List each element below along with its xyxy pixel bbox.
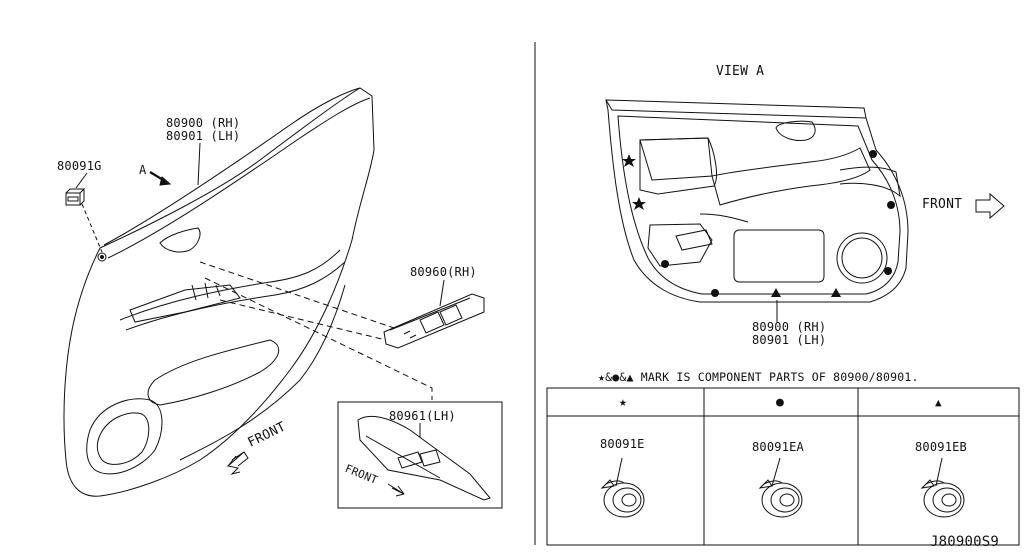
door-trim-illustration — [63, 87, 375, 497]
legend-caption: ★&●&▲ MARK IS COMPONENT PARTS OF 80900/8… — [598, 370, 919, 384]
view-a-dot-marks — [661, 150, 895, 297]
clip-80091ea — [758, 457, 803, 518]
clip-80091eb — [920, 457, 965, 518]
callout-clip-80091g: 80091G — [57, 159, 102, 173]
view-a-callout-rh: 80900 (RH) — [752, 320, 827, 334]
front-arrow-right — [975, 192, 1005, 220]
legend-part-80091ea: 80091EA — [752, 440, 804, 454]
legend-part-80091e: 80091E — [600, 437, 645, 451]
legend-star-symbol: ★ — [619, 395, 627, 410]
view-a-door-back — [605, 99, 909, 303]
clip-80091g — [65, 188, 86, 206]
projection-lines — [199, 261, 433, 400]
legend-triangle-symbol: ▲ — [935, 396, 942, 409]
clip-80091e — [600, 457, 645, 518]
legend-part-80091eb: 80091EB — [915, 440, 967, 454]
clip-callout-leader — [75, 172, 88, 189]
view-a-title: VIEW A — [716, 64, 765, 79]
legend-table-frame — [546, 387, 1020, 546]
view-a-star-marks — [622, 154, 646, 210]
view-a-callout-lh: 80901 (LH) — [752, 333, 827, 347]
callout-door-rh: 80900 (RH) — [166, 116, 241, 130]
door-callout-leader — [197, 142, 201, 186]
switch-rh-leader — [439, 279, 445, 307]
view-arrow-letter: A — [139, 163, 147, 177]
legend-dot-symbol: ● — [776, 395, 784, 410]
front-arrow-main — [226, 451, 249, 475]
lh-switch-inset-frame — [337, 401, 503, 509]
view-a-triangle-marks — [771, 288, 841, 297]
front-label-view-a: FRONT — [922, 197, 963, 212]
callout-switch-lh: 80961(LH) — [389, 409, 456, 423]
switch-80960-rh — [383, 293, 485, 349]
switch-80961-lh — [357, 415, 491, 501]
callout-door-lh: 80901 (LH) — [166, 129, 241, 143]
drawing-code: J80900S9 — [930, 534, 1000, 550]
callout-switch-rh: 80960(RH) — [410, 265, 477, 279]
clip-leader-dashed — [81, 203, 103, 253]
front-arrow-inset — [387, 483, 405, 497]
